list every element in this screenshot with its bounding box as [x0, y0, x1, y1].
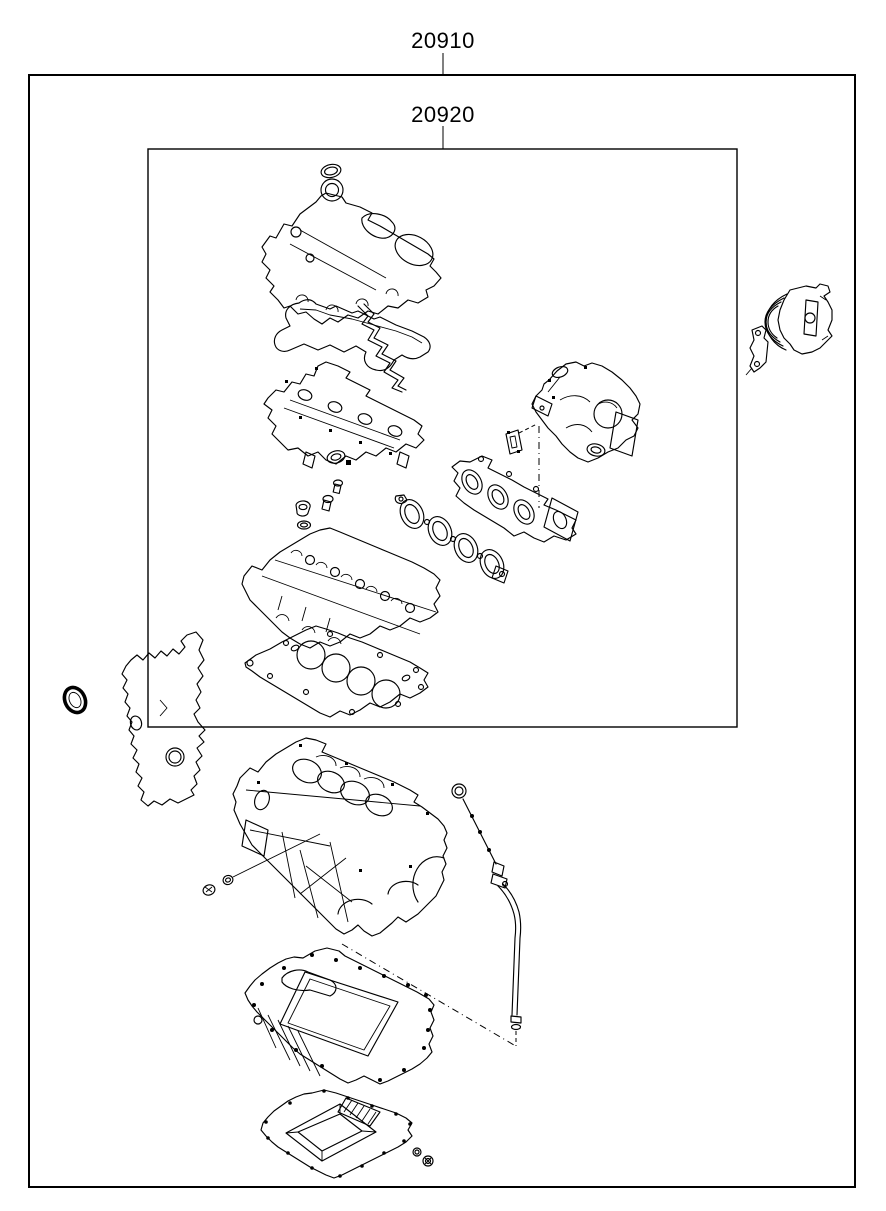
cylinder-head: [241, 527, 441, 649]
exhaust-manifold: [451, 455, 579, 543]
turbo-oil-line-gasket: [505, 423, 540, 508]
throttle-body-bracket: [745, 325, 769, 376]
throttle-body: [764, 283, 833, 355]
turbocharger: [531, 361, 641, 463]
callout-20920[interactable]: 20920: [411, 102, 475, 127]
lower-oil-pan-gasket-plate: [260, 1089, 413, 1179]
sealing-cap-and-bolts: [321, 450, 351, 512]
crankshaft-oil-seal: [62, 685, 88, 715]
camshaft-carrier: [263, 361, 425, 469]
kit-20910-boundary-box: [28, 74, 856, 1188]
dipstick-locator-dashed-line: [341, 943, 515, 1046]
kit-20920-boundary-box: [147, 148, 738, 728]
valve-cover: [261, 178, 442, 325]
oil-pan-drain-plug-set: [412, 1147, 434, 1167]
oil-filler-cap-oring: [320, 163, 342, 179]
valve-cover-gasket: [273, 299, 431, 393]
spark-plug-tube-grommet: [295, 500, 312, 530]
oil-level-dipstick: [451, 783, 522, 1046]
cylinder-head-gasket: [244, 625, 429, 718]
exhaust-manifold-gasket: [394, 494, 509, 584]
upper-oil-pan: [244, 947, 435, 1085]
timing-cover-gasket: [121, 631, 206, 807]
callout-20910[interactable]: 20910: [411, 28, 475, 53]
cylinder-block: [232, 737, 448, 937]
drain-plug-and-washer: [202, 833, 321, 896]
